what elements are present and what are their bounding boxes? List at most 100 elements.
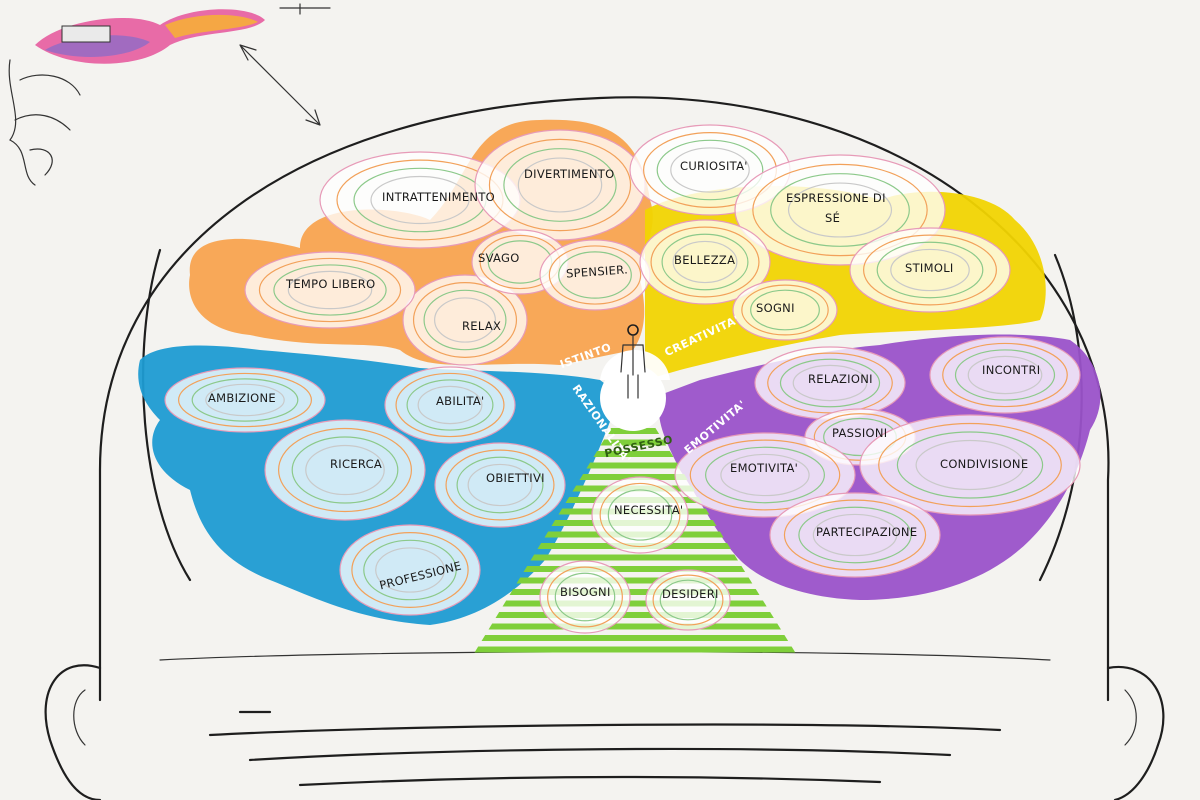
node-partecipazione: PARTECIPAZIONE	[816, 525, 917, 539]
contour-ring	[770, 173, 910, 247]
contour-ring	[878, 422, 1062, 508]
contour-bubble	[646, 570, 730, 630]
contour-bubble	[403, 275, 527, 365]
contour-ring	[656, 139, 764, 201]
contour-ring	[942, 342, 1068, 408]
contour-ring	[967, 355, 1043, 395]
contour-ring	[273, 264, 387, 316]
contour-ring	[406, 379, 494, 431]
contour-ring	[178, 372, 313, 428]
node-relazioni: RELAZIONI	[808, 372, 873, 386]
contour-ring	[741, 284, 829, 336]
contour-ring	[264, 419, 426, 521]
contour-ring	[258, 257, 402, 323]
contour-ring	[732, 279, 838, 341]
contour-ring	[554, 572, 616, 622]
head-outline	[44, 96, 1165, 800]
node-condivisione: CONDIVISIONE	[940, 457, 1028, 471]
central-figure	[600, 324, 670, 431]
contour-bubble	[850, 228, 1010, 312]
contour-ring	[423, 289, 507, 351]
possesso-stripe	[470, 646, 800, 653]
possesso-stripe	[470, 623, 800, 630]
node-ricerca: RICERCA	[330, 457, 382, 471]
contour-ring	[599, 482, 681, 548]
contour-bubble	[930, 337, 1080, 413]
contour-ring	[720, 453, 810, 497]
node-espressione: ESPRESSIONE DI	[786, 191, 886, 205]
node-intrattenimento: INTRATTENIMENTO	[382, 190, 495, 204]
contour-ring	[915, 439, 1025, 491]
contour-ring	[734, 154, 946, 266]
contour-ring	[547, 566, 623, 628]
contour-ring	[783, 499, 927, 571]
node-desideri: DESIDERI	[662, 587, 719, 601]
contour-ring	[645, 569, 731, 631]
node-svago: SVAGO	[478, 251, 520, 265]
contour-bubble	[475, 130, 645, 240]
node-passioni: PASSIONI	[832, 426, 888, 440]
contour-ring	[954, 349, 1056, 401]
contour-ring	[456, 456, 544, 514]
contour-ring	[434, 297, 496, 343]
contour-ring	[849, 227, 1011, 313]
contour-ring	[650, 226, 760, 298]
contour-ring	[787, 182, 893, 238]
contour-ring	[548, 245, 642, 305]
node-bisogni: BISOGNI	[560, 585, 611, 599]
node-incontri: INCONTRI	[982, 363, 1041, 377]
contour-ring	[539, 560, 631, 634]
contour-ring	[488, 138, 632, 232]
contour-bubble	[755, 347, 905, 419]
contour-ring	[205, 383, 285, 417]
possesso-stripe	[470, 566, 800, 572]
contour-ring	[164, 367, 326, 433]
contour-ring	[661, 233, 749, 291]
contour-ring	[445, 449, 555, 521]
node-relax: RELAX	[462, 319, 501, 333]
contour-bubble	[733, 280, 837, 340]
contour-bubble	[435, 443, 565, 527]
node-sogni: SOGNI	[756, 301, 795, 315]
contour-bubble	[265, 420, 425, 520]
contour-ring	[652, 574, 724, 626]
contour-clusters	[164, 124, 1081, 634]
contour-ring	[812, 513, 898, 557]
contour-ring	[402, 274, 528, 366]
contour-bubble	[340, 525, 480, 615]
contour-ring	[503, 148, 617, 222]
contour-ring	[672, 240, 738, 284]
contour-ring	[792, 364, 868, 402]
contour-ring	[363, 539, 457, 601]
node-necessita: NECESSITA'	[614, 503, 683, 517]
contour-ring	[639, 219, 771, 305]
contour-ring	[862, 234, 997, 306]
contour-ring	[467, 463, 533, 507]
contour-ring	[890, 248, 970, 292]
node-emotivita: EMOTIVITA'	[730, 461, 798, 475]
contour-ring	[244, 251, 416, 329]
contour-ring	[689, 439, 841, 511]
contour-ring	[287, 270, 373, 310]
contour-ring	[291, 436, 399, 504]
contour-bubble	[245, 252, 415, 328]
contour-ring	[779, 358, 881, 408]
possesso-stripe	[470, 600, 800, 607]
node-se: SÉ	[825, 210, 840, 225]
node-abilita: ABILITA'	[436, 394, 485, 408]
contour-ring	[769, 492, 941, 578]
contour-ring	[558, 251, 632, 299]
node-tempo-libero: TEMPO LIBERO	[285, 277, 375, 291]
contour-bubble	[860, 415, 1080, 515]
contour-ring	[395, 372, 505, 438]
node-bellezza: BELLEZZA	[674, 253, 735, 267]
contour-ring	[351, 532, 469, 608]
contour-ring	[704, 446, 825, 504]
contour-ring	[659, 579, 717, 621]
contour-ring	[876, 241, 984, 299]
possesso-stripe	[470, 612, 800, 618]
contour-ring	[384, 366, 516, 444]
contour-ring	[929, 336, 1081, 414]
